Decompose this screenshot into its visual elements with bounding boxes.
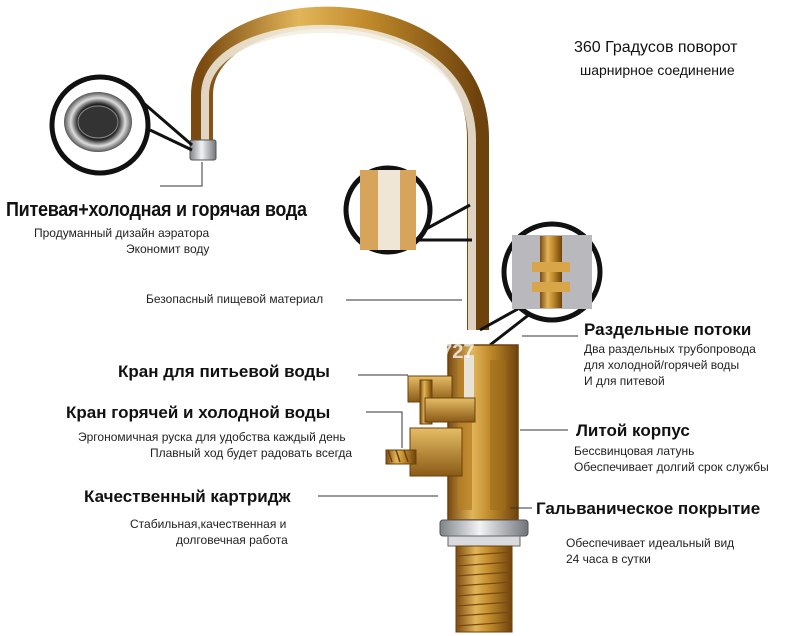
rotation-line1: 360 Градусов поворот bbox=[574, 39, 738, 56]
hot-cold-tap-line1: Эргономичная руска для удобства каждый д… bbox=[78, 430, 346, 444]
safe-material-label: Безопасный пищевой материал bbox=[146, 292, 324, 306]
watermark: 9727 bbox=[430, 341, 475, 363]
hot-cold-tap-line2: Плавный ход будет радовать всегда bbox=[150, 446, 353, 460]
water-type-title: Питевая+холодная и горячая вода bbox=[6, 199, 307, 221]
plating-title: Гальваническое покрытие bbox=[536, 499, 761, 518]
cartridge-housing bbox=[409, 427, 463, 477]
hot-cold-tap-title: Кран горячей и холодной воды bbox=[66, 403, 331, 422]
cartridge-line2: долговечная работа bbox=[176, 533, 288, 547]
spout-arc bbox=[191, 6, 490, 330]
rotation-line2: шарнирное соединение bbox=[580, 62, 735, 78]
chrome-base bbox=[439, 519, 529, 537]
water-type-line1: Продуманный дизайн аэратора bbox=[34, 226, 210, 240]
cast-body-line1: Бессвинцовая латунь bbox=[574, 444, 695, 458]
drinking-tap-title: Кран для питьевой воды bbox=[118, 362, 330, 381]
threaded-shank bbox=[455, 545, 513, 633]
separate-flows-title: Раздельные потоки bbox=[584, 320, 752, 339]
cast-body-line2: Обеспечивает долгий срок службы bbox=[574, 460, 769, 474]
spout-inner-pipe bbox=[201, 24, 476, 330]
separate-flows-line3: И для питевой bbox=[584, 374, 665, 388]
water-type-line2: Экономит воду bbox=[126, 242, 210, 256]
cartridge-line1: Стабильная,качественная и bbox=[130, 517, 287, 531]
separate-flows-line1: Два раздельных трубопровода bbox=[584, 342, 756, 356]
separate-flows-line2: для холодной/горячей воды bbox=[584, 358, 740, 372]
cartridge-title: Качественный картридж bbox=[84, 487, 291, 506]
plating-line2: 24 часа в сутки bbox=[566, 552, 651, 566]
plating-line1: Обеспечивает идеальный вид bbox=[566, 536, 735, 550]
leader-aerator bbox=[160, 162, 203, 187]
cast-body-title: Литой корпус bbox=[576, 421, 690, 440]
leader-hotcold bbox=[366, 411, 403, 448]
spout-tip bbox=[189, 139, 217, 161]
